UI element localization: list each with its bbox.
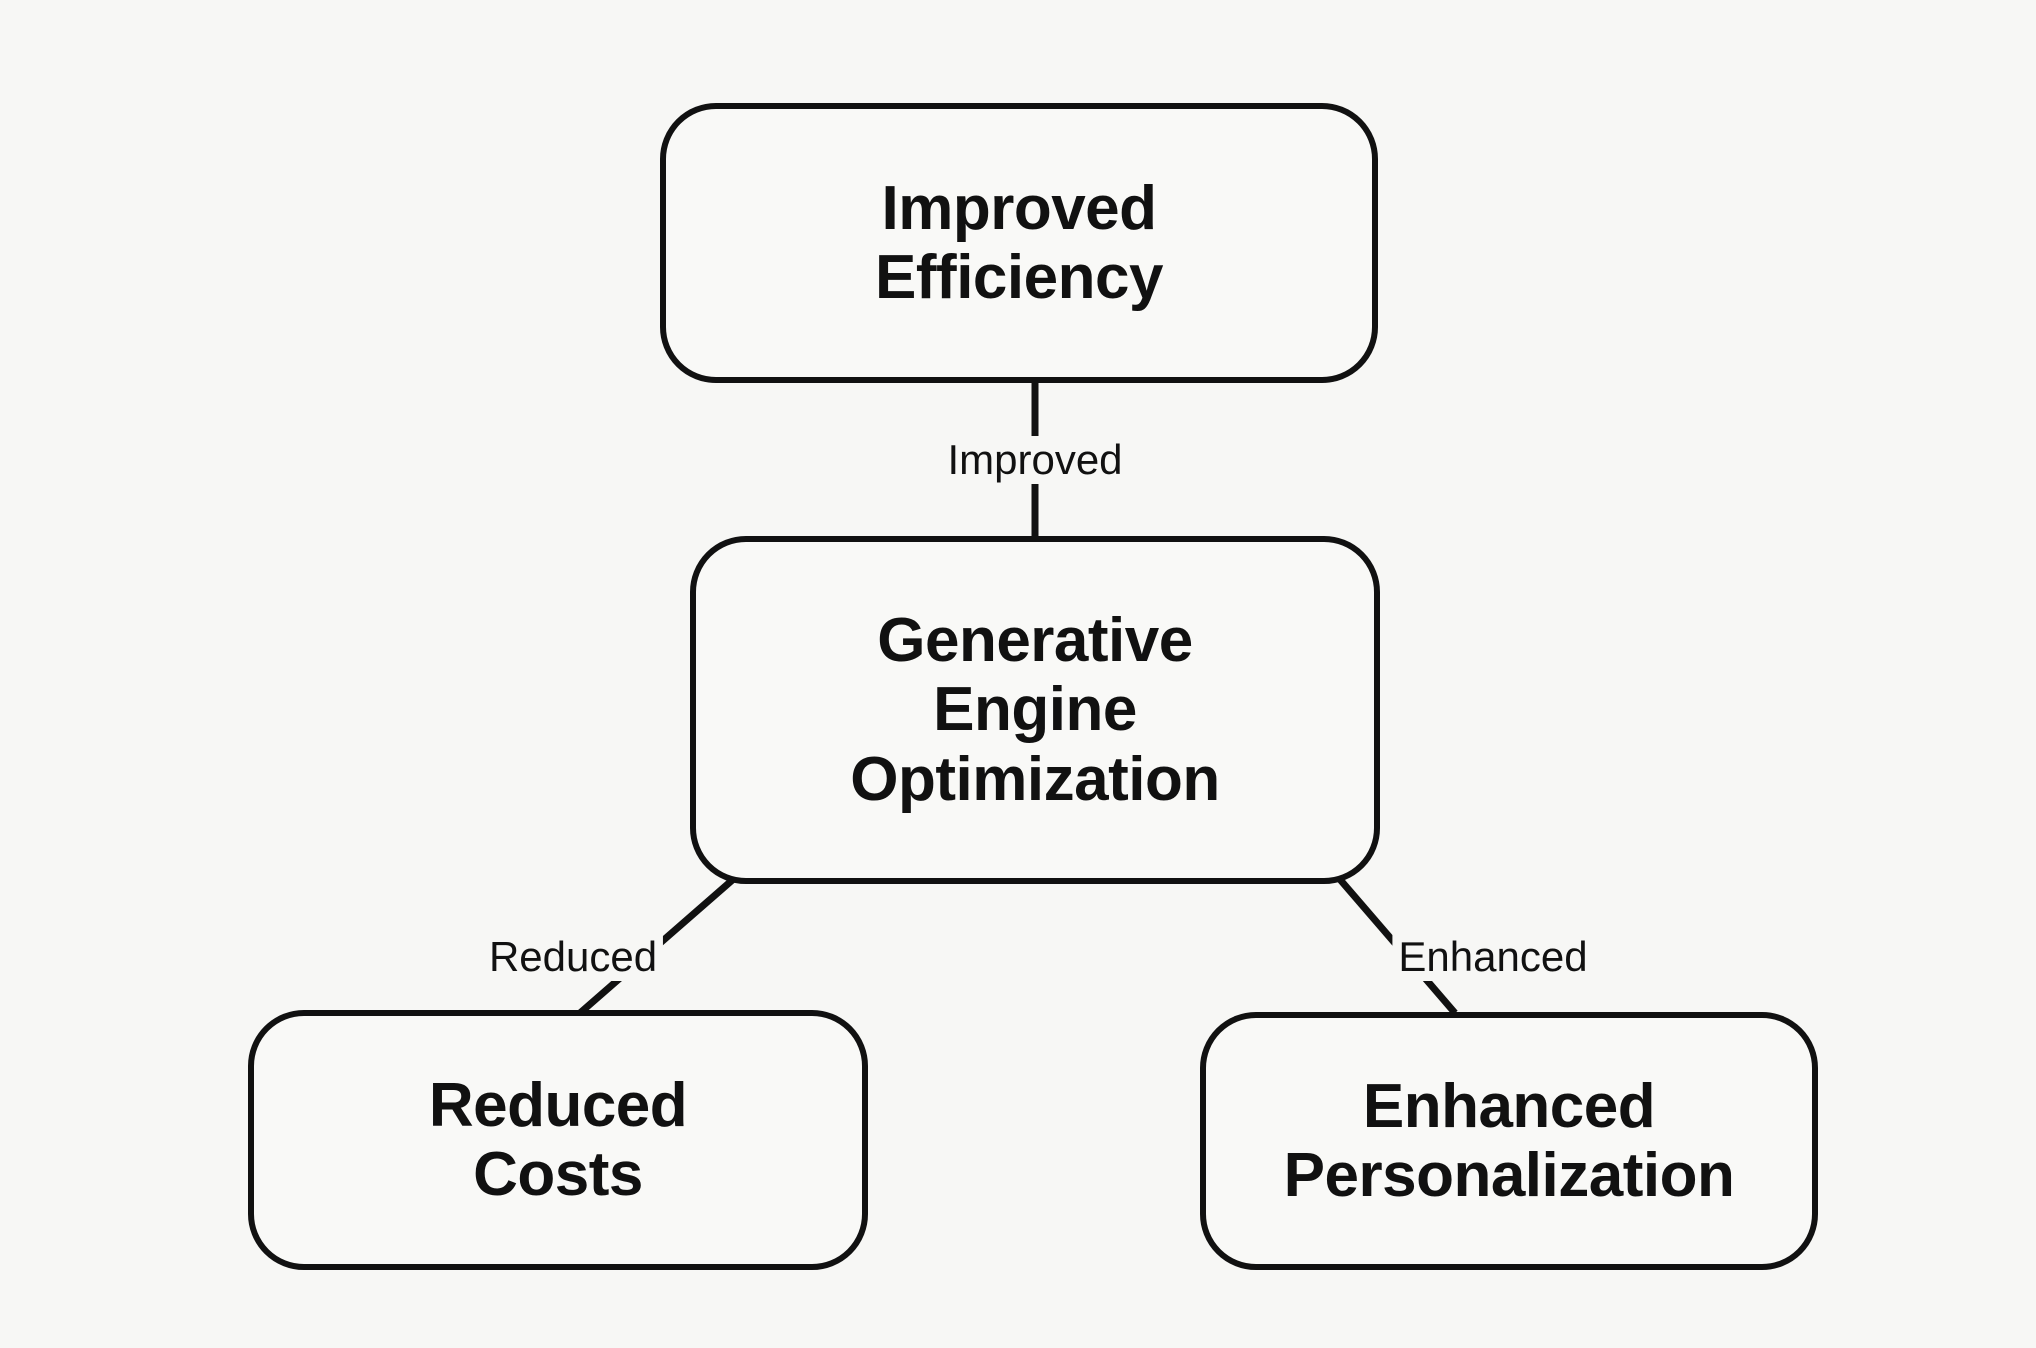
edge-label-improved: Improved (941, 436, 1129, 484)
edge-label-reduced: Reduced (482, 933, 664, 981)
edge-label-enhanced: Enhanced (1392, 933, 1594, 981)
node-generative-engine-optimization-label: Generative Engine Optimization (850, 605, 1220, 814)
node-improved-efficiency-label: Improved Efficiency (875, 173, 1163, 312)
node-reduced-costs-label: Reduced Costs (428, 1070, 688, 1209)
node-reduced-costs[interactable]: Reduced Costs (248, 1010, 868, 1270)
node-enhanced-personalization-label: Enhanced Personalization (1283, 1071, 1735, 1210)
node-generative-engine-optimization[interactable]: Generative Engine Optimization (690, 536, 1380, 884)
node-enhanced-personalization[interactable]: Enhanced Personalization (1200, 1012, 1818, 1270)
node-improved-efficiency[interactable]: Improved Efficiency (660, 103, 1378, 383)
